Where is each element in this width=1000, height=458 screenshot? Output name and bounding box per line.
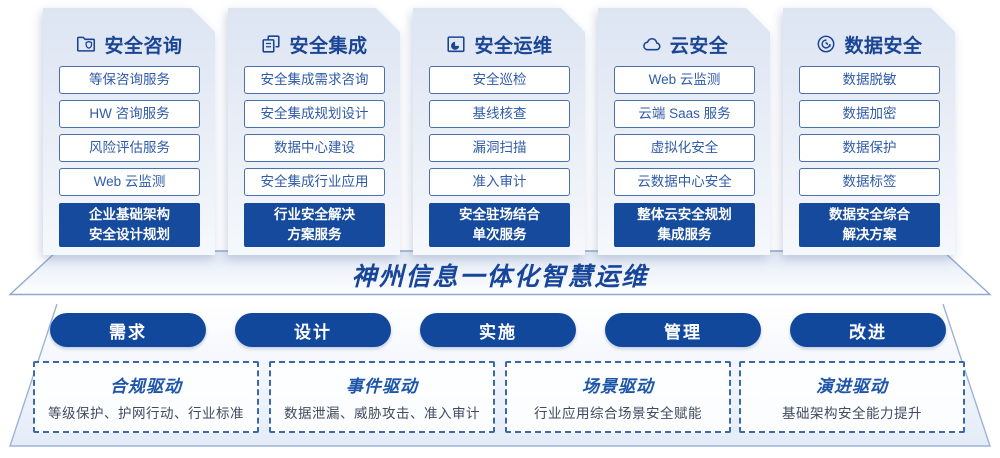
driver-desc: 数据泄漏、威胁攻击、准入审计 (284, 406, 480, 421)
highlight-service-box: 安全驻场结合 单次服务 (429, 203, 570, 247)
card-title: 安全运维 (474, 35, 553, 57)
service-item: 等保咨询服务 (59, 66, 200, 94)
service-item: 安全集成行业应用 (244, 168, 385, 196)
driver-desc: 行业应用综合场景安全赋能 (534, 406, 702, 421)
driver-box-incident: 事件驱动 数据泄漏、威胁攻击、准入审计 (269, 361, 495, 433)
service-item: 漏洞扫描 (429, 134, 570, 162)
process-step-pill-manage: 管理 (605, 313, 761, 347)
card-title: 云安全 (669, 35, 729, 57)
card-title: 安全集成 (289, 35, 368, 57)
process-step-pill-improve: 改进 (790, 313, 946, 347)
service-item: 数据保护 (799, 134, 940, 162)
service-item: 风险评估服务 (59, 134, 200, 162)
document-copy-icon (260, 33, 282, 55)
highlight-service-box: 企业基础架构 安全设计规划 (59, 203, 200, 247)
driver-box-compliance: 合规驱动 等级保护、护网行动、行业标准 (33, 361, 259, 433)
driver-box-evolution: 演进驱动 基础架构安全能力提升 (739, 361, 965, 433)
driver-title: 场景驱动 (582, 377, 654, 396)
service-item: Web 云监测 (59, 168, 200, 196)
driver-title: 合规驱动 (110, 377, 182, 396)
service-item: 数据脱敏 (799, 66, 940, 94)
service-item: 基线核查 (429, 100, 570, 128)
service-item: 准入审计 (429, 168, 570, 196)
service-item: HW 咨询服务 (59, 100, 200, 128)
cloud-icon (640, 33, 663, 55)
fingerprint-icon (815, 33, 837, 55)
service-item: 数据加密 (799, 100, 940, 128)
service-item: 安全巡检 (429, 66, 570, 94)
service-item: Web 云监测 (614, 66, 755, 94)
card-header: 安全运维 (413, 8, 585, 58)
highlight-service-box: 行业安全解决 方案服务 (244, 203, 385, 247)
driver-desc: 基础架构安全能力提升 (782, 406, 922, 421)
service-item: 安全集成规划设计 (244, 100, 385, 128)
service-item: 云数据中心安全 (614, 168, 755, 196)
banner-title: 神州信息一体化智慧运维 (351, 263, 649, 291)
card-header: 云安全 (598, 8, 770, 58)
service-item: 虚拟化安全 (614, 134, 755, 162)
card-header: 安全集成 (228, 8, 400, 58)
card-title: 安全咨询 (104, 35, 183, 57)
process-step-pill-design: 设计 (235, 313, 391, 347)
card-header: 数据安全 (783, 8, 955, 58)
process-step-pill-implement: 实施 (420, 313, 576, 347)
driver-title: 事件驱动 (346, 377, 418, 396)
service-item: 数据中心建设 (244, 134, 385, 162)
highlight-service-box: 数据安全综合 解决方案 (799, 203, 940, 247)
monitor-pie-icon (445, 33, 467, 55)
service-item: 安全集成需求咨询 (244, 66, 385, 94)
driver-desc: 等级保护、护网行动、行业标准 (48, 406, 244, 421)
service-item: 云端 Saas 服务 (614, 100, 755, 128)
folder-shield-icon (75, 33, 97, 55)
card-header: 安全咨询 (43, 8, 215, 58)
service-item: 数据标签 (799, 168, 940, 196)
highlight-service-box: 整体云安全规划 集成服务 (614, 203, 755, 247)
driver-box-scenario: 场景驱动 行业应用综合场景安全赋能 (505, 361, 731, 433)
process-step-pill-demand: 需求 (50, 313, 206, 347)
driver-title: 演进驱动 (816, 377, 888, 396)
card-title: 数据安全 (844, 35, 923, 57)
